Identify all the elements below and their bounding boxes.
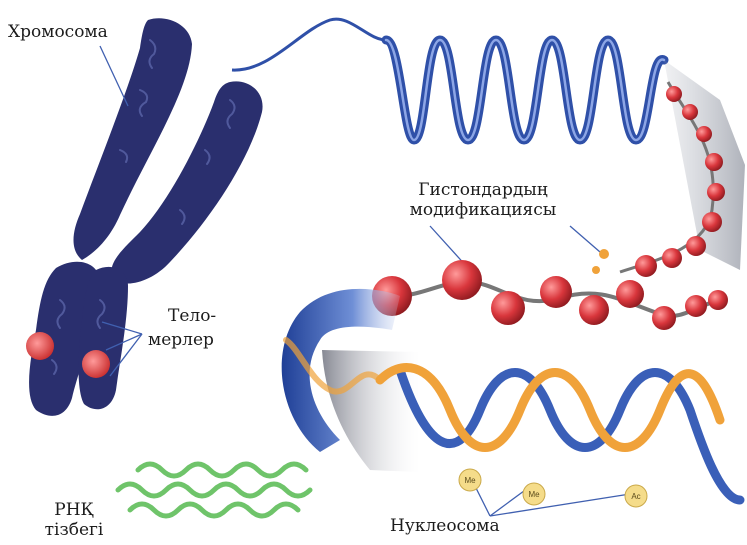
histone-tags bbox=[592, 249, 609, 274]
nucleosome-bead bbox=[708, 290, 728, 310]
rna-strand-1 bbox=[138, 464, 306, 476]
bead bbox=[662, 248, 682, 268]
nucleosome-bead bbox=[579, 295, 609, 325]
marker-me-1-text: Me bbox=[464, 476, 476, 485]
marker-ac-text: Ac bbox=[631, 492, 640, 501]
nucleosome-bead bbox=[442, 260, 482, 300]
label-rna-strand: РНҚ тізбегі bbox=[24, 500, 124, 540]
nucleosome-bead bbox=[652, 306, 676, 330]
rna-strand-3 bbox=[130, 504, 298, 516]
bead bbox=[702, 212, 722, 232]
bead bbox=[635, 255, 657, 277]
marker-me-2-text: Me bbox=[528, 490, 540, 499]
label-histone-modification-line2: модификациясы bbox=[378, 200, 588, 220]
nucleosome-bead bbox=[491, 291, 525, 325]
nucleosome-bead bbox=[616, 280, 644, 308]
nucleosome-bead bbox=[685, 295, 707, 317]
nucleosome-beads-horizontal bbox=[372, 260, 728, 330]
chromosome bbox=[29, 18, 262, 416]
histone-tag bbox=[599, 249, 609, 259]
rna-strand-2 bbox=[118, 484, 310, 496]
label-nucleosome: Нуклеосома bbox=[390, 516, 500, 536]
nucleosome-leader-2 bbox=[490, 488, 528, 516]
nucleosome-bead bbox=[540, 276, 572, 308]
chromatin-connector bbox=[232, 19, 386, 70]
nucleosome-leader-3 bbox=[490, 494, 630, 516]
bead bbox=[705, 153, 723, 171]
bead bbox=[682, 104, 698, 120]
label-rna-strand-line2: тізбегі bbox=[24, 520, 124, 540]
histone-mod-leader-2 bbox=[570, 226, 600, 252]
chromosome-leader bbox=[100, 46, 128, 106]
label-histone-modification: Гистондардың модификациясы bbox=[378, 180, 588, 220]
bead bbox=[696, 126, 712, 142]
telomere-right bbox=[82, 350, 110, 378]
label-telomeres-line2: мерлер bbox=[148, 330, 216, 350]
histone-tag bbox=[592, 266, 600, 274]
label-rna-strand-line1: РНҚ bbox=[24, 500, 124, 520]
label-histone-modification-line1: Гистондардың bbox=[378, 180, 588, 200]
telomere-left bbox=[26, 332, 54, 360]
bead bbox=[666, 86, 682, 102]
label-chromosome: Хромосома bbox=[8, 22, 108, 42]
rna-strands bbox=[118, 464, 310, 516]
modification-markers: Me Me Ac bbox=[459, 469, 647, 507]
bead bbox=[686, 236, 706, 256]
label-telomeres-line1: Тело- bbox=[148, 306, 216, 326]
label-telomeres: Тело- мерлер bbox=[148, 306, 216, 350]
bead bbox=[707, 183, 725, 201]
dna-strand-blue bbox=[400, 370, 740, 500]
